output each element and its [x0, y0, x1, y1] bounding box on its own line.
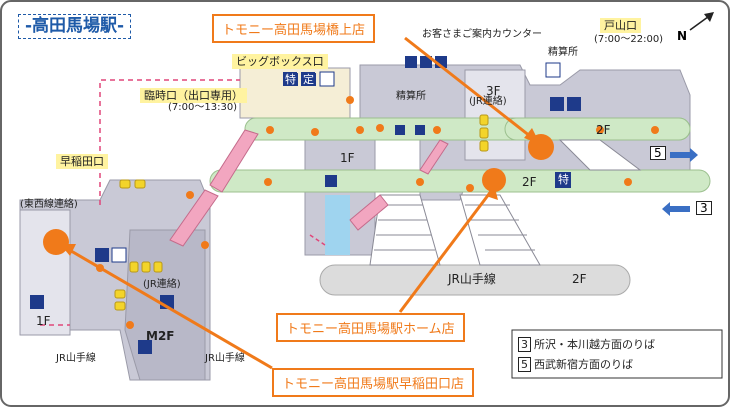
floor-1f-center: 1F: [340, 151, 355, 165]
leader-top: [404, 36, 536, 142]
tei-badge: 定: [301, 73, 316, 86]
stairs-top-right: [558, 139, 642, 171]
jr-link-3f: (JR連絡): [469, 96, 507, 107]
map-title: -高田馬場駅-: [18, 14, 132, 39]
floor-3f: 3F: [486, 84, 501, 98]
rinji-exit-label: 臨時口（出口専用）: [140, 88, 247, 103]
leader-waseda-arrow: [60, 244, 76, 256]
center-water: [325, 195, 350, 255]
fare-gates: [114, 114, 489, 311]
concourse-lower: [209, 169, 711, 193]
leader-platform-arrow: [486, 184, 498, 200]
tozai-link-label: (東西線連絡): [20, 199, 78, 210]
jr-link-m2f: (JR連絡): [143, 279, 181, 290]
floor-2f-right: 2F: [596, 123, 611, 137]
floor-2f-jr: 2F: [572, 272, 587, 286]
platform-3-number: 3: [696, 201, 712, 215]
legend-num-1: 3: [518, 337, 531, 352]
bigbox-exit-label: ビッグボックス口: [232, 54, 328, 69]
yamanote-right-label: JR山手線: [205, 353, 245, 364]
arrow-p5: [670, 148, 698, 162]
legend-box: [511, 329, 723, 379]
legend-num-2: 5: [518, 357, 531, 372]
yamanote-platform-label: JR山手線: [448, 272, 496, 286]
escalator-mid: [419, 139, 449, 175]
callout-waseda-store: トモニー高田馬場駅早稲田口店: [272, 368, 475, 397]
stairs: [369, 139, 642, 266]
leader-top-arrow: [524, 128, 540, 144]
toku-badge: 特: [283, 73, 298, 86]
leader-platform: [398, 189, 494, 313]
floor-2f-platform: 2F: [522, 175, 537, 189]
orange-markers: [96, 96, 659, 329]
leader-waseda: [65, 246, 273, 370]
north-label: N: [677, 29, 688, 43]
escalators: [169, 129, 449, 247]
callout-platform-store: トモニー高田馬場駅ホーム店: [276, 313, 465, 342]
floor-1f-left: 1F: [36, 314, 51, 328]
seisan-label-top: 精算所: [548, 47, 578, 58]
stairs-center: [369, 194, 441, 266]
legend-text-2: 西武新宿方面のりば: [534, 358, 633, 371]
toyama-time: (7:00～22:00): [594, 34, 664, 45]
stair-steps: [374, 204, 535, 251]
legend-text-1: 所沢・本川越方面のりば: [534, 338, 655, 351]
route-dashed-center: [309, 234, 326, 246]
waseda-exit-label: 早稲田口: [56, 154, 108, 169]
escalator-center: [349, 194, 389, 231]
arrow-p3: [662, 202, 690, 216]
route-dashed-left: [99, 79, 240, 205]
shop-marker-waseda: [43, 229, 69, 255]
platform-5-number: 5: [650, 146, 666, 160]
shop-marker-platform: [482, 168, 506, 192]
yamanote-left-label: JR山手線: [56, 353, 96, 364]
seisan-label-mid: 精算所: [396, 91, 426, 102]
3f-area: [464, 69, 526, 161]
toku-badge-2f: 特: [556, 173, 571, 186]
rinji-time: (7:00～13:30): [168, 102, 238, 113]
jr-yamanote-platform: [319, 264, 631, 296]
floor-m2f: M2F: [146, 329, 175, 343]
toyama-exit-label: 戸山口: [600, 18, 641, 33]
escalator-left-1: [209, 129, 259, 193]
north-arrow-head: [704, 12, 714, 22]
info-counter-label: お客さまご案内カウンター: [422, 29, 542, 40]
callout-top-store: トモニー高田馬場橋上店: [212, 14, 376, 43]
escalator-left-2: [169, 189, 219, 247]
